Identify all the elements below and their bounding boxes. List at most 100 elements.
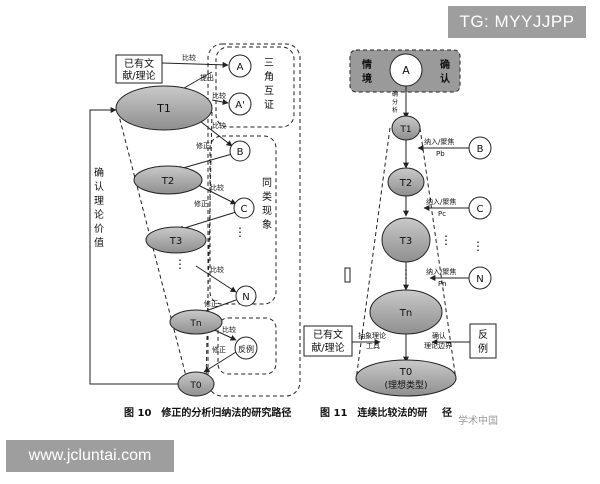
figure-10 — [89, 43, 301, 397]
fig10-node-B — [229, 140, 251, 162]
fig10-similar-phenomena-dashed-box — [209, 135, 277, 305]
svg-text:同: 同 — [262, 177, 272, 189]
fig10-caption: 图 10 修正的分析归纳法的研究路径 — [124, 406, 291, 419]
fig11-naru-1: 纳入/聚焦 — [424, 137, 454, 146]
svg-text:认: 认 — [440, 72, 451, 85]
fig10-label-B: B — [237, 147, 244, 158]
fig11-chouxiang-1: 抽象理论 — [358, 331, 386, 340]
fig10-revise-2: 修正 — [194, 199, 208, 208]
fig11-left-marker — [344, 267, 351, 283]
watermark-bottom: www.jcluntai.com — [6, 440, 174, 472]
fig10-literature-box — [115, 54, 163, 84]
fig10-revise-1: 修正 — [196, 141, 210, 150]
figure-11 — [303, 49, 497, 397]
fig10-counterexample-dashed-box — [217, 317, 277, 375]
fig11-node-T0 — [355, 359, 457, 397]
svg-text:分: 分 — [392, 98, 398, 106]
fig11-node-Tn — [369, 289, 443, 335]
svg-text:现: 现 — [262, 205, 272, 217]
svg-text:角: 角 — [264, 71, 274, 83]
fig10-label-T1: T1 — [156, 102, 171, 115]
svg-text:例: 例 — [478, 342, 488, 355]
fig10-compare-top: 比较 — [182, 53, 196, 62]
fig10-revise-3: 修正 — [204, 299, 218, 308]
fig11-label-A: A — [402, 64, 410, 77]
svg-text:证: 证 — [264, 99, 274, 111]
fig10-node-T1 — [115, 85, 213, 131]
fig10-label-fanli: 反例 — [238, 344, 254, 354]
fig11-queren: 确 认 — [440, 58, 451, 85]
fig11-queren-bianjie-1: 确认 — [432, 331, 446, 340]
svg-text:类: 类 — [262, 190, 272, 203]
fig11-node-A — [389, 53, 423, 87]
fig11-node-T1 — [391, 115, 421, 141]
fig11-dots-3: ⋮ — [440, 233, 452, 247]
fig11-literature-box — [303, 325, 353, 357]
watermark-top: TG: MYYJJPP — [448, 6, 586, 38]
fig11-node-B — [468, 136, 492, 160]
fig10-revise-4: 修正 — [212, 345, 226, 354]
fig10-label-T0: T0 — [189, 381, 201, 391]
fig11-chouxiang-2: 工具 — [366, 342, 380, 350]
svg-text:象: 象 — [262, 219, 272, 231]
fig11-dots-2: ⋮ — [400, 267, 412, 281]
fig10-lit-line1: 已有文 — [124, 57, 154, 70]
fig10-triangulation-dashed-box — [215, 46, 295, 128]
fig11-caption: 图 11 连续比较法的研 — [320, 406, 427, 419]
svg-text:互: 互 — [264, 85, 274, 97]
fig10-node-N — [235, 285, 257, 307]
fig11-naru-3: 纳入/聚焦 — [426, 267, 456, 276]
fig10-node-T0 — [177, 371, 215, 397]
fig10-compare-1: 比较 — [212, 121, 226, 130]
fig10-node-fanli — [234, 336, 258, 360]
fig10-label-A: A — [237, 62, 244, 73]
fig11-guina-vertical: 确 分 析 — [392, 90, 398, 114]
fig11-fanli: 反 例 — [478, 329, 488, 355]
fig11-node-N — [468, 266, 492, 290]
fig11-label-T3: T3 — [399, 236, 412, 247]
fig10-tonglei-vertical: 同 类 现 象 — [262, 177, 272, 231]
fig11-lit-line2: 献/理论 — [311, 341, 344, 354]
fig10-sanjiao-vertical: 三 角 互 证 — [264, 58, 274, 111]
fig11-lit-line1: 已有文 — [313, 328, 343, 341]
figure-10-text: 已有文 献/理论 比较 提出 比较 A A' B C N 反例 T1 T2 T3… — [94, 53, 291, 419]
svg-text:认: 认 — [94, 180, 104, 193]
fig11-qingjing: 情 境 — [362, 58, 372, 85]
figure-11-text: 情 境 确 认 A 确 分 析 T1 T2 T3 Tn T0 (理想类型) B … — [311, 58, 488, 419]
fig10-node-T3 — [145, 226, 207, 254]
fig10-dots-1: ⋮ — [234, 225, 246, 239]
fig11-naru-2: 纳入/聚焦 — [426, 197, 456, 206]
svg-text:析: 析 — [392, 106, 398, 114]
fig10-compare-3: 比较 — [210, 265, 224, 274]
fig10-compare-a2: 比较 — [212, 91, 226, 100]
svg-text:理: 理 — [94, 195, 104, 207]
fig10-label-Tn: Tn — [189, 319, 201, 329]
svg-text:价: 价 — [94, 223, 104, 235]
fig11-queren-bianjie-2: 理论边界 — [424, 341, 452, 350]
fig11-node-T3 — [381, 217, 431, 263]
fig11-pn: Pn — [438, 280, 447, 288]
fig10-compare-2: 比较 — [210, 183, 224, 192]
fig10-compare-4: 比较 — [222, 325, 236, 334]
fig11-node-T2 — [387, 167, 425, 197]
fig10-label-C: C — [241, 204, 248, 215]
watermark-chinese: 学术中国 — [458, 416, 498, 427]
fig10-label-T2: T2 — [161, 176, 174, 187]
fig11-caption-tail: 径 — [442, 406, 452, 419]
svg-text:确: 确 — [94, 166, 104, 179]
fig11-pc: Pc — [438, 210, 446, 218]
fig11-label-T1: T1 — [399, 125, 411, 135]
svg-text:值: 值 — [94, 236, 104, 249]
svg-text:确: 确 — [392, 90, 398, 98]
svg-text:情: 情 — [362, 58, 372, 71]
fig10-dots-2: ⋮ — [174, 257, 186, 271]
fig11-label-T0-sub: (理想类型) — [384, 379, 427, 391]
svg-text:境: 境 — [362, 72, 372, 85]
fig11-label-N: N — [476, 274, 483, 285]
fig11-counterexample-box — [469, 323, 497, 359]
svg-text:反: 反 — [478, 329, 488, 341]
fig10-node-Tn — [169, 309, 223, 335]
fig11-pb-1: Pb — [436, 150, 445, 158]
fig10-node-A-prime — [228, 92, 252, 116]
